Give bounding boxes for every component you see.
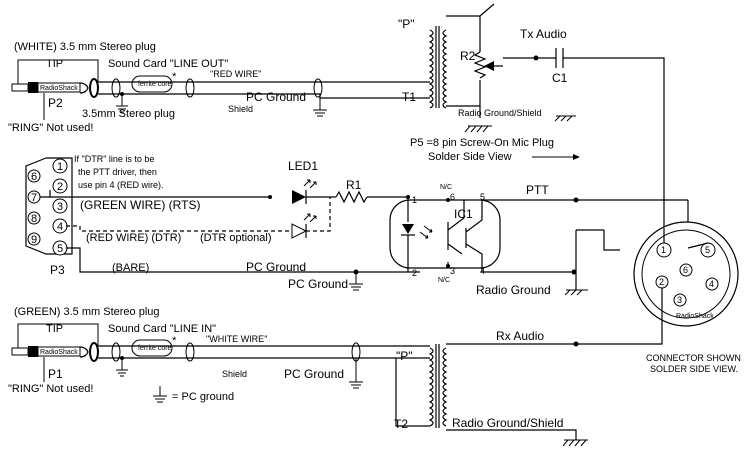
- top-shield-label: Shield: [228, 104, 253, 114]
- top-ferrite-label: ferrite core: [138, 81, 172, 88]
- bottom-plug-p1: RadioShack: [11, 342, 99, 362]
- top-ring-note: "RING" Not used!: [8, 122, 93, 134]
- led1: [292, 179, 317, 204]
- db9-connector-p3: [25, 157, 73, 255]
- bottom-ring-note: "RING" Not used!: [8, 383, 93, 395]
- ptt-label: PTT: [526, 183, 549, 197]
- ic1-optocoupler: [389, 197, 501, 269]
- top-plug-label: 3.5mm Stereo plug: [82, 108, 175, 120]
- t2-p-mark: "P": [396, 349, 413, 363]
- db9-pin-6: 6: [31, 171, 37, 183]
- mic-pin1: 1: [661, 245, 666, 255]
- db9-pin-4: 4: [57, 221, 63, 233]
- bottom-tip-label: TIP: [46, 323, 63, 335]
- db9-pins: 1 2 3 4 5 6 7 8 9: [27, 158, 68, 256]
- mic-pin5: 5: [705, 245, 710, 255]
- bottom-wire-label: "WHITE WIRE": [206, 334, 267, 344]
- db9-bare-label: (BARE): [112, 262, 149, 274]
- bottom-plug-title: (GREEN) 3.5 mm Stereo plug: [14, 306, 160, 318]
- db9-pin-5: 5: [57, 243, 63, 255]
- top-plug-name: P2: [48, 96, 63, 110]
- ground-legend-icon: [153, 386, 167, 403]
- ic1-pin5: 5: [480, 192, 485, 202]
- ic1-pin2: 2: [412, 268, 417, 278]
- db9-pin-9: 9: [31, 234, 37, 246]
- ic1-nc2: N/C: [438, 277, 450, 284]
- db9-pin-8: 8: [31, 213, 37, 225]
- t1-p-mark: "P": [398, 17, 415, 31]
- transformer-t2: [428, 344, 448, 428]
- db9-dtr-optional: (DTR optional): [200, 232, 272, 244]
- t1-radio-ground: Radio Ground/Shield: [458, 108, 542, 118]
- mic-pin6: 6: [683, 265, 688, 275]
- t2-radio-ground: Radio Ground/Shield: [452, 416, 563, 430]
- rx-audio-label: Rx Audio: [496, 329, 544, 343]
- mic-brand: RadioShack: [676, 313, 714, 320]
- db9-pin-7: 7: [31, 192, 37, 204]
- mic-note-line1: P5 =8 pin Screw-On Mic Plug: [410, 137, 554, 149]
- mic-pin4: 4: [709, 279, 714, 289]
- ic1-nc1: N/C: [440, 184, 452, 191]
- bottom-plug-name: P1: [48, 367, 63, 381]
- tx-audio-label: Tx Audio: [520, 27, 567, 41]
- connector-note-line1: CONNECTOR SHOWN: [646, 353, 741, 363]
- mic-pin3: 3: [677, 295, 682, 305]
- ground-legend-label: = PC ground: [172, 391, 234, 403]
- r1-resistor: [335, 190, 368, 204]
- mic-pin2: 2: [659, 277, 664, 287]
- top-ferrite-core: ferrite core: [131, 75, 173, 93]
- bottom-ferrite-core: ferrite core: [131, 339, 173, 357]
- db9-pc-ground: PC Ground: [246, 260, 306, 274]
- bottom-ferrite-label: ferrite core: [138, 345, 172, 352]
- ic1-pin1: 1: [412, 195, 417, 205]
- db9-pin-2: 2: [57, 181, 63, 193]
- t2-name: T2: [394, 417, 408, 431]
- db9-green-wire: (GREEN WIRE) (RTS): [80, 198, 200, 212]
- db9-red-wire: (RED WIRE) (DTR): [86, 232, 181, 244]
- radio-ground-label: Radio Ground: [476, 283, 551, 297]
- bottom-shield-label: Shield: [222, 369, 247, 379]
- db9-pin-1: 1: [57, 161, 63, 173]
- top-plug-brand: RadioShack: [40, 85, 78, 92]
- db9-note-line2: the PTT driver, then: [78, 167, 157, 177]
- db9-name: P3: [50, 263, 65, 277]
- db9-note-line3: use pin 4 (RED wire).: [78, 180, 164, 190]
- db9-pc-ground2: PC Ground: [288, 277, 348, 291]
- top-plug-p2: RadioShack: [11, 78, 99, 98]
- c1-capacitor: [555, 48, 564, 68]
- bottom-plug-brand: RadioShack: [40, 349, 78, 356]
- transformer-t1: [428, 26, 448, 109]
- r1-label: R1: [346, 178, 362, 192]
- top-plug-title: (WHITE) 3.5 mm Stereo plug: [14, 41, 156, 53]
- bottom-asterisk: *: [172, 335, 177, 347]
- r2-label: R2: [460, 49, 476, 63]
- ic1-pin3: 3: [450, 266, 455, 276]
- db9-pin-3: 3: [57, 201, 63, 213]
- db9-note-line1: If "DTR" line is to be: [74, 154, 154, 164]
- top-sound-card-label: Sound Card "LINE OUT": [108, 58, 228, 70]
- top-tip-label: TIP: [46, 58, 63, 70]
- top-pc-ground: PC Ground: [246, 90, 306, 104]
- ic1-label: IC1: [454, 207, 473, 221]
- ic1-pin6: 6: [450, 192, 455, 202]
- connector-note-line2: SOLDER SIDE VIEW.: [650, 364, 738, 374]
- r2-potentiometer: [473, 51, 503, 79]
- mic-note-line2: Solder Side View: [428, 151, 512, 163]
- c1-label: C1: [552, 71, 568, 85]
- led1-label: LED1: [288, 159, 318, 173]
- bottom-pc-ground: PC Ground: [284, 367, 344, 381]
- t1-name: T1: [402, 90, 416, 104]
- bottom-sound-card-label: Sound Card "LINE IN": [108, 323, 216, 335]
- top-asterisk: *: [172, 71, 177, 83]
- top-wire-label: "RED WIRE": [210, 69, 261, 79]
- led2-optional: [291, 213, 317, 239]
